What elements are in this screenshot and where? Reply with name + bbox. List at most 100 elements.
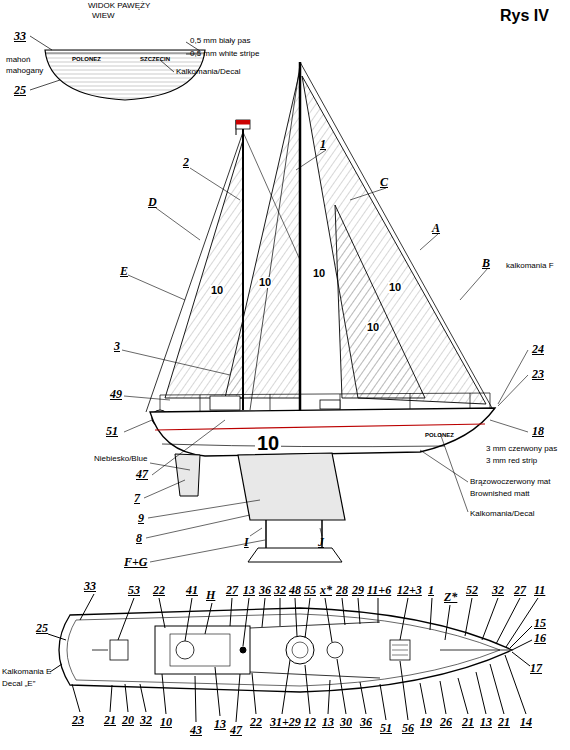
- callout-number: 10: [160, 716, 172, 728]
- leader-lines-stroke: [128, 275, 185, 300]
- callout-number: 1: [320, 138, 326, 150]
- callout-number: 8: [136, 532, 142, 544]
- callout-number: 55: [304, 584, 316, 596]
- rigging-stroke: [200, 395, 201, 411]
- leader-lines-stroke: [460, 268, 488, 300]
- deck-plan-stroke: [510, 626, 532, 648]
- deck-plan-stroke: [476, 672, 486, 714]
- leader-lines-stroke: [296, 150, 326, 170]
- callout-number: 25: [14, 84, 26, 96]
- deck-plan-stroke: [286, 636, 314, 664]
- callout-number: 23: [72, 714, 84, 726]
- deck-plan-stroke: [155, 626, 250, 674]
- hull-lettering: POLONEZ: [425, 432, 454, 438]
- deck-plan-stroke: [430, 598, 432, 630]
- rigging-stroke: [210, 396, 240, 410]
- deck-plan-stroke: [118, 598, 134, 640]
- sail-number: 10: [312, 268, 326, 279]
- transom-lettering: POLONEZ: [72, 56, 101, 62]
- decal-note: kalkomania F: [506, 262, 554, 270]
- deck-plan-stroke: [110, 640, 128, 660]
- callout-number: 47: [136, 468, 148, 480]
- stripe-note: 0,5 mm white stripe: [190, 50, 259, 58]
- sail-letter: B: [482, 257, 490, 269]
- hull-stroke: [150, 408, 495, 456]
- deck-plan-stroke: [400, 661, 408, 720]
- callout-number: 51: [106, 425, 118, 437]
- leader-lines-stroke: [144, 480, 185, 498]
- deck-plan-stroke: [140, 684, 146, 712]
- callout-number: 33: [14, 30, 26, 42]
- leader-lines-stroke: [420, 234, 438, 250]
- deck-plan: [48, 594, 538, 722]
- deck-plan-stroke: [125, 684, 128, 712]
- rigging-stroke: [242, 128, 244, 410]
- callout-number: 53: [128, 584, 140, 596]
- callout-number: 3: [114, 340, 120, 352]
- deck-plan-stroke: [250, 672, 380, 678]
- leader-lines-stroke: [122, 350, 230, 375]
- sails: [165, 70, 486, 404]
- callout-number: 24: [532, 343, 544, 355]
- hull-stroke: [162, 444, 445, 447]
- deck-plan-stroke: [445, 605, 450, 640]
- leader-lines-stroke: [150, 463, 190, 470]
- deck-plan-stroke: [512, 652, 530, 666]
- rigging-stroke: [470, 393, 471, 408]
- callout-number: 1: [428, 584, 434, 596]
- callout-number: 2: [183, 156, 189, 168]
- hull-number: 10: [255, 433, 281, 453]
- callout-number: 47: [230, 724, 242, 736]
- callout-number: 14: [520, 716, 532, 728]
- rigging-stroke: [243, 132, 300, 260]
- deck-plan-stroke: [50, 664, 62, 672]
- callout-number: 28: [336, 584, 348, 596]
- rigging-stroke: [299, 62, 302, 410]
- deck-plan-stroke: [72, 684, 80, 712]
- callout-number: 7: [134, 492, 140, 504]
- callout-number: 20: [122, 714, 134, 726]
- deck-plan-stroke: [392, 655, 408, 656]
- callout-number: 29: [352, 584, 364, 596]
- callout-number: 36: [360, 716, 372, 728]
- deck-plan-stroke: [236, 674, 240, 722]
- deck-plan-stroke: [496, 598, 520, 644]
- leader-lines-stroke: [498, 350, 528, 404]
- deck-plan-stroke: [176, 641, 194, 659]
- deck-plan-stroke: [262, 598, 265, 627]
- sails-stroke: [335, 205, 425, 398]
- callout-number: 17: [530, 662, 542, 674]
- sails-stroke: [225, 70, 300, 398]
- leader-lines-stroke: [190, 168, 240, 200]
- deck-plan-stroke: [400, 598, 408, 640]
- material-note: mahoń: [6, 56, 30, 64]
- deck-plan-stroke: [378, 598, 379, 623]
- sail-number: 10: [258, 277, 272, 288]
- callout-number: 16: [534, 632, 546, 644]
- deck-plan-stroke: [215, 667, 220, 716]
- leader-lines-stroke: [124, 396, 170, 400]
- callout-number: 27: [514, 584, 526, 596]
- deck-plan-stroke: [48, 634, 66, 640]
- callout-number: 22: [250, 716, 262, 728]
- deck-plan-stroke: [505, 655, 526, 714]
- decal-note: Kalkomania E: [2, 668, 51, 676]
- view-title: WIDOK PAWĘŻY: [88, 2, 150, 10]
- deck-plan-stroke: [159, 598, 165, 628]
- leader-lines-stroke: [320, 528, 322, 536]
- leader-lines-stroke: [124, 420, 152, 432]
- callout-number: 12+3: [397, 584, 422, 596]
- deck-plan-stroke: [92, 650, 108, 651]
- sail-letter: A: [432, 222, 440, 234]
- decal-note: Decal „E”: [2, 680, 35, 688]
- leader-lines-stroke: [250, 528, 262, 536]
- callout-number: 32: [140, 714, 152, 726]
- deck-plan-stroke: [458, 678, 468, 714]
- deck-plan-stroke: [440, 681, 446, 714]
- hull: [150, 408, 495, 562]
- leader-lines-stroke: [350, 188, 386, 200]
- deck-plan-stroke: [240, 647, 246, 653]
- hull-stroke: [175, 454, 200, 496]
- deck-plan-stroke: [295, 598, 297, 636]
- callout-number: I: [244, 536, 249, 548]
